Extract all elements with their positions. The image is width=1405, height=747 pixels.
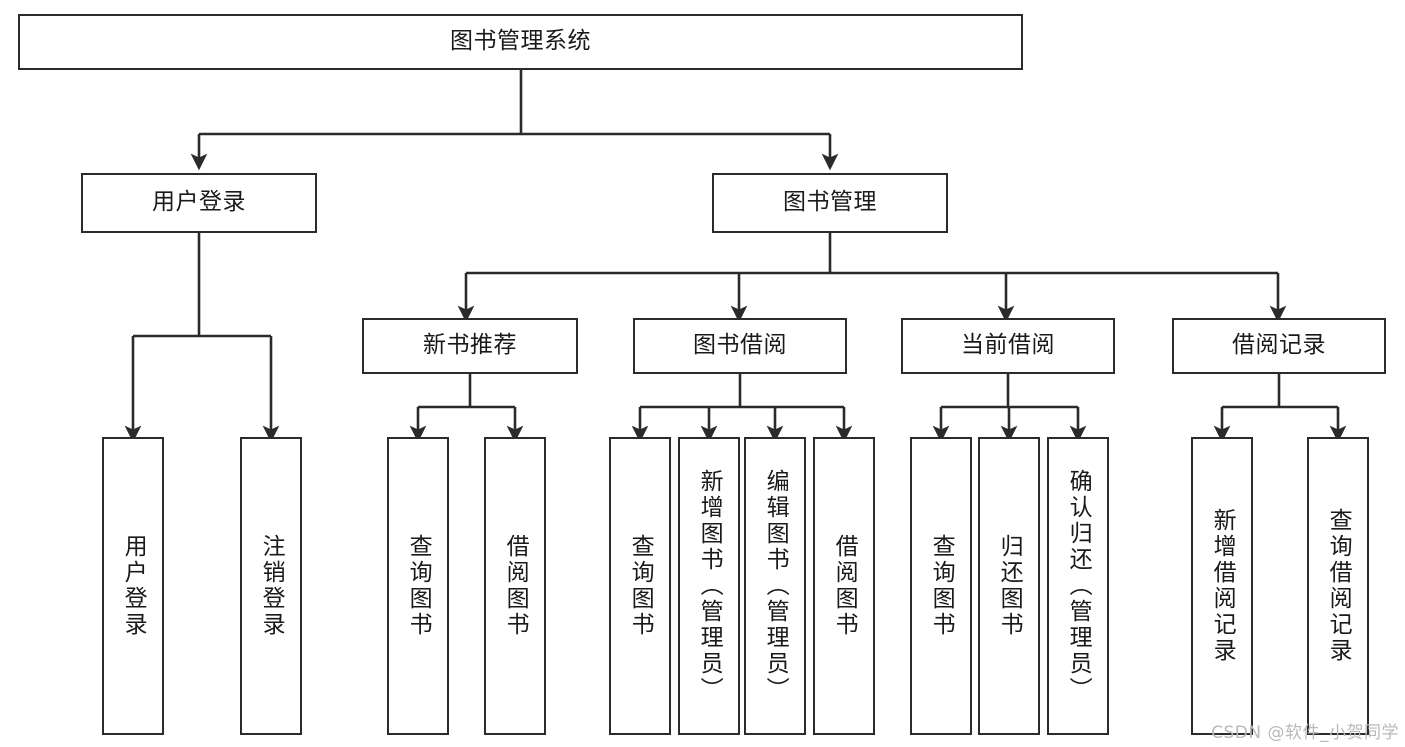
node-user-login-label: 用户登录 xyxy=(152,189,246,216)
node-leaf-add-book[interactable]: 新增图书（管理员） xyxy=(678,437,740,735)
node-root[interactable]: 图书管理系统 xyxy=(18,14,1023,70)
node-leaf-query-record-label: 查询借阅记录 xyxy=(1325,508,1352,664)
node-book-borrow[interactable]: 图书借阅 xyxy=(633,318,847,374)
node-new-book-rec[interactable]: 新书推荐 xyxy=(362,318,578,374)
node-leaf-logout-label: 注销登录 xyxy=(258,534,285,638)
node-leaf-add-book-label: 新增图书（管理员） xyxy=(696,469,723,703)
node-book-manage-label: 图书管理 xyxy=(783,189,877,216)
node-leaf-logout[interactable]: 注销登录 xyxy=(240,437,302,735)
node-leaf-confirm-return-label: 确认归还（管理员） xyxy=(1065,469,1092,703)
node-book-borrow-label: 图书借阅 xyxy=(693,332,787,359)
node-new-book-rec-label: 新书推荐 xyxy=(423,332,517,359)
node-leaf-query-book-1-label: 查询图书 xyxy=(405,534,432,638)
node-leaf-add-record-label: 新增借阅记录 xyxy=(1209,508,1236,664)
node-root-label: 图书管理系统 xyxy=(450,28,591,55)
node-leaf-confirm-return[interactable]: 确认归还（管理员） xyxy=(1047,437,1109,735)
csdn-watermark: CSDN @软件_小贺同学 xyxy=(1211,723,1399,743)
node-leaf-edit-book-label: 编辑图书（管理员） xyxy=(762,469,789,703)
node-book-manage[interactable]: 图书管理 xyxy=(712,173,948,233)
node-leaf-query-book-1[interactable]: 查询图书 xyxy=(387,437,449,735)
node-leaf-borrow-book-1-label: 借阅图书 xyxy=(502,534,529,638)
node-leaf-add-record[interactable]: 新增借阅记录 xyxy=(1191,437,1253,735)
node-leaf-query-book-2[interactable]: 查询图书 xyxy=(609,437,671,735)
node-leaf-query-book-3[interactable]: 查询图书 xyxy=(910,437,972,735)
node-leaf-borrow-book-2[interactable]: 借阅图书 xyxy=(813,437,875,735)
node-leaf-query-book-3-label: 查询图书 xyxy=(928,534,955,638)
node-leaf-user-login-label: 用户登录 xyxy=(120,534,147,638)
node-leaf-user-login[interactable]: 用户登录 xyxy=(102,437,164,735)
node-leaf-borrow-book-1[interactable]: 借阅图书 xyxy=(484,437,546,735)
node-leaf-query-record[interactable]: 查询借阅记录 xyxy=(1307,437,1369,735)
node-leaf-query-book-2-label: 查询图书 xyxy=(627,534,654,638)
node-user-login[interactable]: 用户登录 xyxy=(81,173,317,233)
node-borrow-record-label: 借阅记录 xyxy=(1232,332,1326,359)
node-current-borrow-label: 当前借阅 xyxy=(961,332,1055,359)
node-leaf-return-book[interactable]: 归还图书 xyxy=(978,437,1040,735)
node-borrow-record[interactable]: 借阅记录 xyxy=(1172,318,1386,374)
node-current-borrow[interactable]: 当前借阅 xyxy=(901,318,1115,374)
node-leaf-return-book-label: 归还图书 xyxy=(996,534,1023,638)
node-leaf-edit-book[interactable]: 编辑图书（管理员） xyxy=(744,437,806,735)
node-leaf-borrow-book-2-label: 借阅图书 xyxy=(831,534,858,638)
